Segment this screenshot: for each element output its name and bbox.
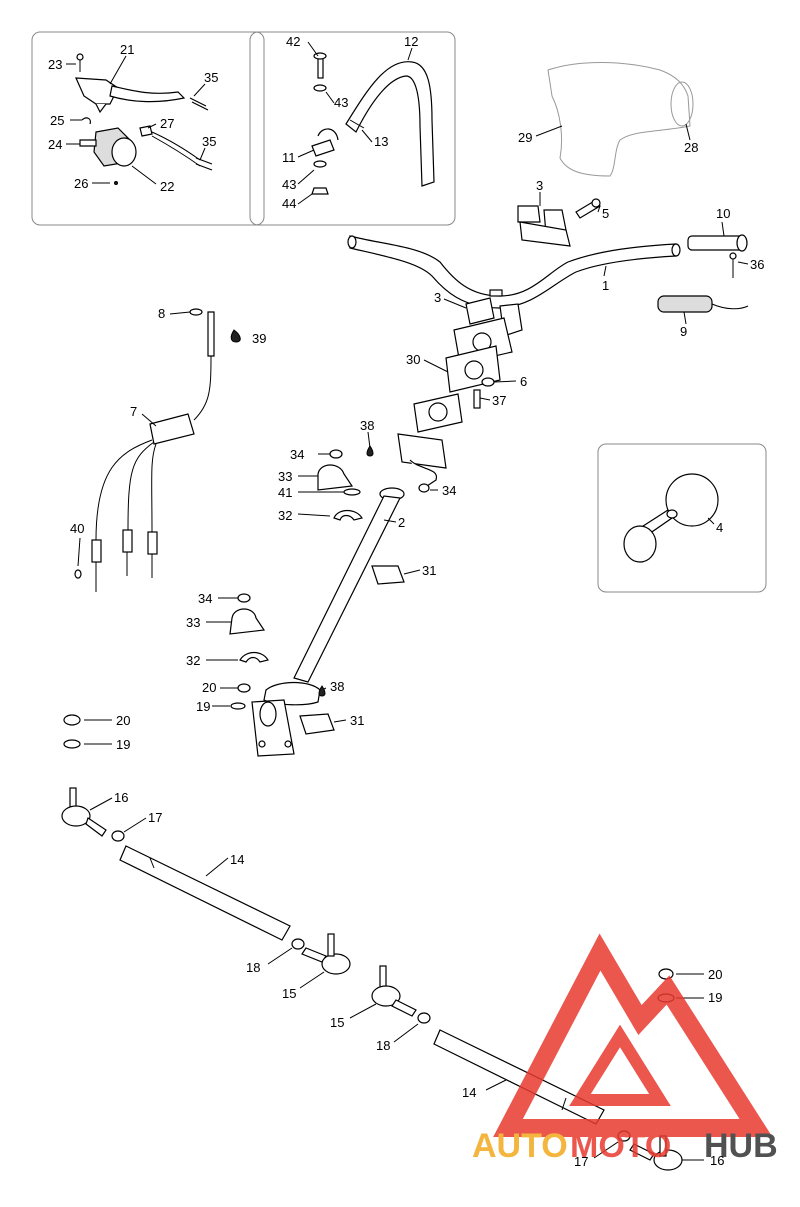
callout-4: 4 <box>716 520 723 535</box>
callout-32: 32 <box>186 653 200 668</box>
callout-15: 15 <box>282 986 296 1001</box>
callout-16: 16 <box>114 790 128 805</box>
callout-1: 1 <box>602 278 609 293</box>
callout-28: 28 <box>684 140 698 155</box>
callout-18: 18 <box>246 960 260 975</box>
callout-20: 20 <box>202 680 216 695</box>
callout-14: 14 <box>462 1085 476 1100</box>
callout-2: 2 <box>398 515 405 530</box>
handlebar-leader-lines <box>539 192 749 325</box>
callout-5: 5 <box>602 206 609 221</box>
callout-36: 36 <box>750 257 764 272</box>
cable-harness-drawing <box>74 308 241 592</box>
callout-35: 35 <box>204 70 218 85</box>
handlebar-drawing <box>347 198 749 313</box>
inset-box-horn <box>597 443 767 593</box>
callout-19: 19 <box>708 990 722 1005</box>
callout-15: 15 <box>330 1015 344 1030</box>
callout-20: 20 <box>708 967 722 982</box>
top-bar-drawing <box>311 52 435 195</box>
callout-17: 17 <box>574 1154 588 1169</box>
callout-23: 23 <box>48 57 62 72</box>
callout-31: 31 <box>350 713 364 728</box>
callout-41: 41 <box>278 485 292 500</box>
callout-38: 38 <box>360 418 374 433</box>
callout-40: 40 <box>70 521 84 536</box>
callout-16: 16 <box>710 1153 724 1168</box>
grip-cover-drawing <box>535 62 694 177</box>
cable-leader-lines <box>77 311 191 567</box>
logo-text-auto: AUTO <box>472 1127 568 1165</box>
callout-18: 18 <box>376 1038 390 1053</box>
callout-8: 8 <box>158 306 165 321</box>
logo-text-moto: MOTO <box>570 1127 671 1165</box>
switch-assembly-drawing <box>75 53 213 185</box>
callout-27: 27 <box>160 116 174 131</box>
callout-31: 31 <box>422 563 436 578</box>
callout-34: 34 <box>290 447 304 462</box>
callout-11: 11 <box>282 150 296 165</box>
callout-7: 7 <box>130 404 137 419</box>
column-leader-lines <box>206 431 438 723</box>
callout-6: 6 <box>520 374 527 389</box>
clamp-leader-lines <box>423 298 517 401</box>
callout-labels: 1 2 3 3 4 5 6 7 8 9 10 11 12 13 14 14 15… <box>48 34 764 1169</box>
callout-37: 37 <box>492 393 506 408</box>
callout-34: 34 <box>442 483 456 498</box>
callout-12: 12 <box>404 34 418 49</box>
callout-22: 22 <box>160 179 174 194</box>
callout-14: 14 <box>230 852 244 867</box>
callout-44: 44 <box>282 196 296 211</box>
logo-text-hub: HUB <box>704 1127 778 1165</box>
callout-19: 19 <box>196 699 210 714</box>
inset-box-switch <box>31 31 265 226</box>
callout-17: 17 <box>148 810 162 825</box>
callout-43: 43 <box>282 177 296 192</box>
callout-35: 35 <box>202 134 216 149</box>
callout-33: 33 <box>186 615 200 630</box>
steering-clamp-drawing <box>413 297 523 433</box>
callout-21: 21 <box>120 42 134 57</box>
callout-29: 29 <box>518 130 532 145</box>
callout-24: 24 <box>48 137 62 152</box>
callout-34: 34 <box>198 591 212 606</box>
callout-3: 3 <box>536 178 543 193</box>
inset1-leader-lines <box>66 55 206 185</box>
callout-43: 43 <box>334 95 348 110</box>
callout-38: 38 <box>330 679 344 694</box>
callout-19: 19 <box>116 737 130 752</box>
callout-30: 30 <box>406 352 420 367</box>
inset2-leader-lines <box>297 41 413 205</box>
callout-20: 20 <box>116 713 130 728</box>
callout-25: 25 <box>50 113 64 128</box>
horn-drawing <box>623 473 719 563</box>
callout-10: 10 <box>716 206 730 221</box>
callout-9: 9 <box>680 324 687 339</box>
callout-13: 13 <box>374 134 388 149</box>
callout-3: 3 <box>434 290 441 305</box>
grease-drop-icon <box>366 445 374 457</box>
inset-box-top-bar <box>249 31 456 226</box>
callout-42: 42 <box>286 34 300 49</box>
automotohub-logo: AUTO MOTO HUB <box>472 933 778 1165</box>
callout-33: 33 <box>278 469 292 484</box>
callout-26: 26 <box>74 176 88 191</box>
callout-39: 39 <box>252 331 266 346</box>
steering-column-drawing <box>229 433 447 757</box>
callout-32: 32 <box>278 508 292 523</box>
grease-drop-icon <box>318 685 326 697</box>
tie-rod-leader-lines <box>84 719 704 1161</box>
